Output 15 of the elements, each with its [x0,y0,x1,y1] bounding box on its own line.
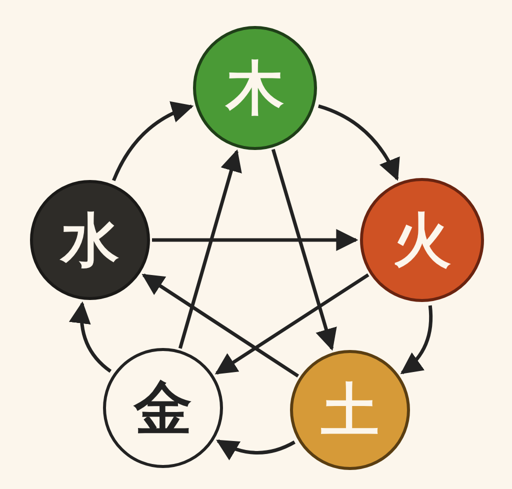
element-character: 木 [226,59,284,117]
arrow [271,148,337,351]
element-character: 土 [321,381,379,439]
arrow [400,305,433,374]
arrow [142,274,300,378]
arrow [216,439,296,460]
arrow [112,102,194,182]
element-character: 金 [134,379,192,437]
arrow [318,104,400,181]
arrow [152,229,358,251]
arrow [214,273,370,375]
arrow [178,149,242,349]
element-character: 水 [61,211,119,269]
arrow [70,301,112,373]
element-character: 火 [393,211,451,269]
